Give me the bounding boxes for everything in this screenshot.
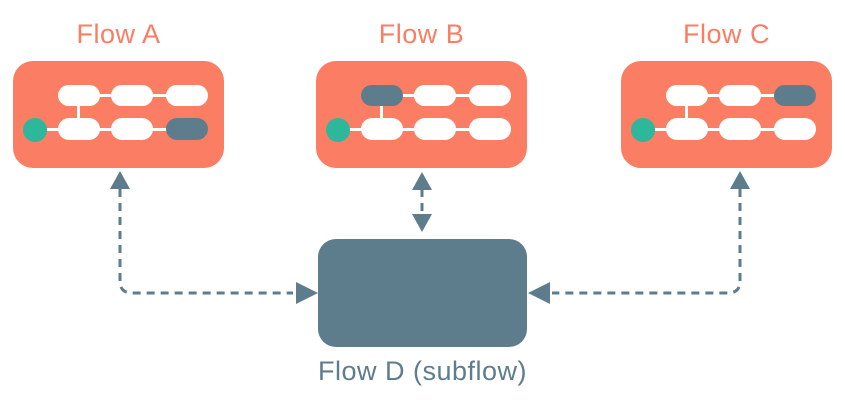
- arrowhead-up-into-flow-b: [412, 172, 432, 190]
- flow-a-start-node: [23, 118, 47, 142]
- arrowhead-left-into-flow-d: [528, 282, 550, 304]
- flow-c-box: [621, 61, 832, 168]
- flow-b-node: [361, 85, 403, 106]
- flow-a-node: [58, 85, 100, 106]
- flow-a-node: [166, 85, 208, 106]
- arrowhead-down-into-flow-d: [412, 214, 432, 232]
- flow-a-vertical-wire: [77, 95, 80, 131]
- flow-c-title: Flow C: [682, 19, 770, 49]
- flow-a-title: Flow A: [76, 19, 161, 49]
- flow-a-node: [58, 118, 100, 140]
- connector-a-dashed-path: [118, 203, 293, 295]
- flow-a-node: [111, 85, 153, 106]
- flow-c-vertical-wire: [685, 95, 688, 131]
- flow-c-node: [774, 118, 816, 140]
- flow-c-node: [719, 118, 761, 140]
- flow-b-node: [414, 118, 456, 140]
- flow-c-node: [719, 85, 761, 106]
- flow-b-node: [361, 118, 403, 140]
- flow-b-start-node: [326, 118, 350, 142]
- flow-b-node: [469, 118, 511, 140]
- flow-c-start-node: [631, 118, 655, 142]
- flow-b-title: Flow B: [378, 19, 465, 49]
- flow-c-node: [666, 85, 708, 106]
- arrowhead-up-into-flow-c: [730, 171, 750, 189]
- flow-d-title: Flow D (subflow): [317, 356, 528, 386]
- flow-c-node: [774, 85, 816, 106]
- flow-d-subflow-box: [318, 239, 527, 347]
- flow-a-node: [111, 118, 153, 140]
- flow-b-node: [414, 85, 456, 106]
- connector-c-dashed-path: [552, 203, 742, 295]
- flow-b-box: [316, 61, 527, 168]
- flow-a-box: [13, 61, 224, 168]
- flow-b-vertical-wire: [380, 95, 383, 131]
- arrowhead-right-into-flow-d: [296, 282, 318, 304]
- flow-a-node: [166, 118, 208, 140]
- arrowhead-up-into-flow-a: [110, 171, 130, 189]
- flow-b-node: [469, 85, 511, 106]
- flow-c-node: [666, 118, 708, 140]
